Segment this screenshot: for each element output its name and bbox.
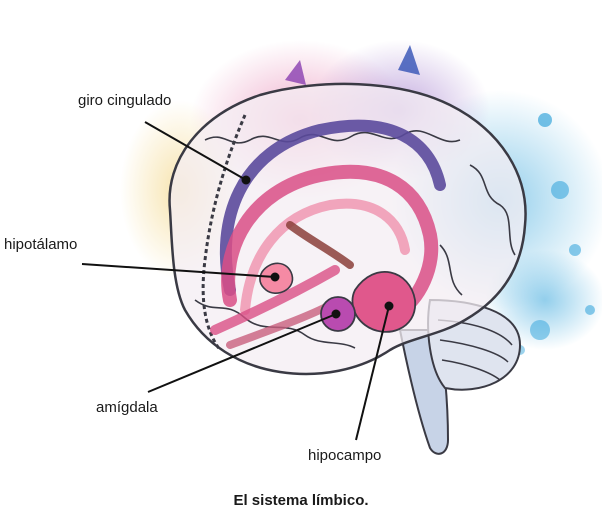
figure-caption: El sistema límbico. bbox=[0, 492, 602, 509]
label-hipocampo: hipocampo bbox=[308, 447, 381, 464]
label-hipotalamo: hipotálamo bbox=[4, 236, 77, 253]
label-amigdala: amígdala bbox=[96, 399, 158, 416]
label-giro-cingulado: giro cingulado bbox=[78, 92, 171, 109]
